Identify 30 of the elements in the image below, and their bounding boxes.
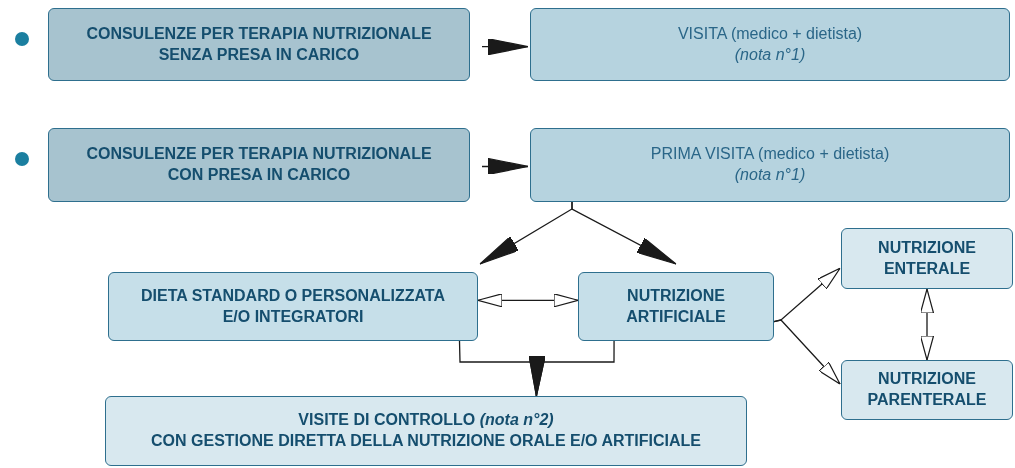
node-text: VISITE DI CONTROLLO (nota n°2) — [298, 410, 554, 431]
process-box — [841, 360, 1013, 420]
node-text: NUTRIZIONE ARTIFICIALE — [625, 285, 727, 327]
arrow — [481, 38, 529, 56]
arrow — [773, 319, 841, 385]
node-text: SENZA PRESA IN CARICO — [158, 44, 360, 65]
node-text: DIETA STANDARD O PERSONALIZZATA E/O INTEGRATORI — [140, 285, 446, 327]
arrow — [571, 201, 677, 265]
node-text: CON PRESA IN CARICO — [167, 165, 351, 185]
process-box — [841, 228, 1013, 289]
note-text: (nota n°1) — [734, 165, 806, 185]
arrow — [919, 288, 935, 361]
node-text: NUTRIZIONE PARENTERALE — [866, 369, 988, 410]
arrow — [528, 340, 615, 397]
node-text: CONSULENZE PER TERAPIA NUTRIZIONALE — [86, 23, 432, 44]
process-box — [530, 8, 1010, 81]
node-text: PRIMA VISITA (medico + dietista) — [650, 144, 890, 165]
process-box — [578, 272, 774, 341]
process-box — [48, 128, 470, 202]
node-text: CON GESTIONE DIRETTA DELLA NUTRIZIONE ORALE E/O ARTIFICIALE — [151, 431, 701, 451]
node-text: VISITA (medico + dietista) — [677, 23, 863, 44]
process-box — [530, 128, 1010, 202]
node-text: NUTRIZIONE ENTERALE — [877, 237, 977, 279]
arrow — [481, 157, 529, 176]
process-box — [105, 396, 747, 466]
note-text: (nota n°1) — [734, 44, 806, 65]
arrow — [477, 293, 579, 308]
process-box — [48, 8, 470, 81]
node-text: CONSULENZE PER TERAPIA NUTRIZIONALE — [86, 144, 432, 165]
process-box — [108, 272, 478, 341]
